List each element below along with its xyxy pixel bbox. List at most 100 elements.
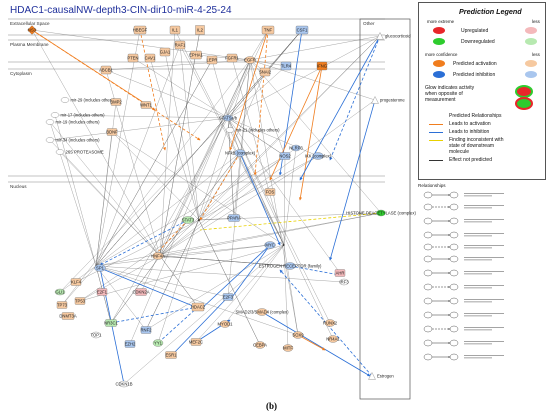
node-shape (27, 25, 37, 35)
edge-not-predicted (195, 244, 285, 343)
node[interactable]: DNMT3A (59, 312, 77, 320)
node[interactable]: CDKN2A (133, 288, 150, 296)
node[interactable]: MYC (264, 241, 276, 249)
relationship-description-line (464, 315, 492, 317)
node[interactable]: CSF1 (295, 25, 309, 35)
node[interactable]: NOS2 (279, 152, 291, 160)
node[interactable]: HBEGF (133, 25, 148, 35)
legend-glow-line3: measurement (425, 97, 456, 103)
node[interactable]: RAF1 (175, 40, 186, 50)
node[interactable]: LEPR (207, 55, 218, 65)
node[interactable]: BMP2 (110, 98, 122, 106)
node[interactable]: IKK (complex) (305, 152, 332, 160)
node-shape (334, 269, 346, 277)
node[interactable]: Estrogen (368, 372, 395, 380)
edge-not-predicted (95, 212, 382, 267)
node[interactable]: BDNF (106, 128, 118, 136)
node[interactable]: KLF4 (70, 278, 82, 286)
node-label: TOP1 (91, 332, 103, 337)
edge-not-predicted (224, 244, 285, 325)
node[interactable]: NR3C1 (104, 319, 119, 327)
legend-finding-line3: molecule (449, 149, 470, 155)
node[interactable]: IFNG (316, 61, 328, 71)
node[interactable]: 26S PROTEASOME (55, 149, 104, 155)
node[interactable]: glucocorticoid (376, 32, 412, 40)
relationship-description-line (464, 235, 492, 237)
node[interactable]: NFkB (complex) (225, 149, 256, 157)
node-label: CDKN2A (133, 289, 150, 294)
node[interactable]: RUNX2 (323, 319, 338, 327)
node[interactable]: IL2 (195, 25, 205, 35)
node[interactable]: AHR (334, 269, 346, 277)
edge-not-predicted (149, 57, 200, 221)
legend-inh-weak-swatch (525, 71, 537, 78)
node[interactable]: NLRP3 (289, 144, 303, 152)
node[interactable]: TOP1 (91, 331, 103, 339)
node[interactable]: SMAD2/3/SMAD4 (complex) (235, 308, 289, 316)
node[interactable]: SP1 (94, 264, 106, 272)
node[interactable]: TP73 (56, 301, 68, 309)
legend-less: less (532, 19, 540, 24)
node[interactable]: EPHA1 (189, 50, 204, 60)
node[interactable]: FOS (264, 188, 276, 196)
node[interactable]: FGFR1 (225, 53, 240, 63)
node[interactable]: GJA1 (160, 47, 171, 57)
edge-not-predicted (95, 265, 299, 336)
node[interactable]: EGFR (244, 56, 256, 64)
node-shape (105, 319, 117, 327)
node[interactable]: mir-17 (includes others) (50, 112, 105, 118)
node[interactable]: WNT1 (140, 101, 153, 109)
node[interactable]: CEBPA (253, 341, 267, 349)
node-shape (368, 372, 376, 380)
edge-not-predicted (95, 59, 213, 267)
relationship-source-node (423, 255, 433, 263)
node-label: HBEGF (133, 27, 148, 32)
node[interactable]: TLR4 (280, 61, 292, 71)
node[interactable]: YY1 (152, 339, 164, 347)
node[interactable]: CAV1 (145, 53, 156, 63)
node[interactable]: MITF (282, 344, 293, 352)
node[interactable]: mir-29 (includes others) (60, 97, 115, 103)
node[interactable]: SNAI2 (259, 67, 272, 77)
node[interactable]: IL1 (169, 25, 181, 35)
node[interactable]: ESR1 (165, 351, 178, 359)
node[interactable]: NR4A1 (326, 335, 340, 343)
edge-not-predicted (198, 155, 319, 221)
node[interactable]: STAT5a/b (219, 114, 238, 122)
node[interactable]: mir-34 (includes others) (45, 137, 100, 143)
node[interactable]: mir-21 (includes others) (225, 127, 280, 133)
node[interactable]: SOX9 (292, 331, 304, 339)
node[interactable]: RNF2 (141, 326, 153, 334)
node[interactable]: EZH2 (125, 340, 136, 348)
compartment-label-extracellular: Extracellular Space (10, 21, 50, 26)
node[interactable]: MYOD1 (218, 320, 234, 328)
node[interactable]: TP53 (74, 297, 86, 305)
node[interactable]: E2F3 (222, 293, 234, 301)
node[interactable]: ABCB1 (99, 65, 114, 75)
node[interactable]: progesterone (371, 96, 406, 104)
edge-not-predicted (227, 117, 286, 157)
legend-leads-to-inhibition: Leads to inhibition (449, 129, 490, 135)
edge-not-predicted (159, 244, 271, 257)
node[interactable]: CDKN1B (116, 380, 133, 388)
node[interactable]: GLI1 (54, 288, 65, 296)
node[interactable]: PTEN (127, 53, 139, 63)
legend-predicted-relationships: Predicted Relationships (449, 113, 502, 119)
compartment-bands: Extracellular Space Plasma Membrane Cyto… (8, 18, 411, 400)
node[interactable]: E2F1 (96, 288, 108, 296)
node[interactable]: ESTROGEN RECEPTOR (family) (259, 262, 322, 270)
node[interactable]: STAT3 (182, 216, 195, 224)
node[interactable]: MEF2C (189, 338, 203, 346)
node[interactable]: HISTONE DEACETYLASE (complex) (346, 209, 416, 217)
node[interactable]: TNF (261, 25, 275, 35)
node[interactable]: HNF4A (151, 252, 165, 260)
edge-not-predicted (211, 59, 229, 119)
node-label: NFkB (complex) (225, 150, 256, 155)
node[interactable]: PPARA (227, 214, 241, 222)
node[interactable]: mir-19 (includes others) (45, 119, 100, 125)
node[interactable]: HDAC2 (191, 302, 206, 312)
node-label: HDAC2 (191, 304, 206, 309)
node[interactable]: NS3 (27, 25, 37, 35)
edge-not-predicted (95, 244, 271, 267)
node[interactable]: IRF3 (339, 278, 349, 286)
